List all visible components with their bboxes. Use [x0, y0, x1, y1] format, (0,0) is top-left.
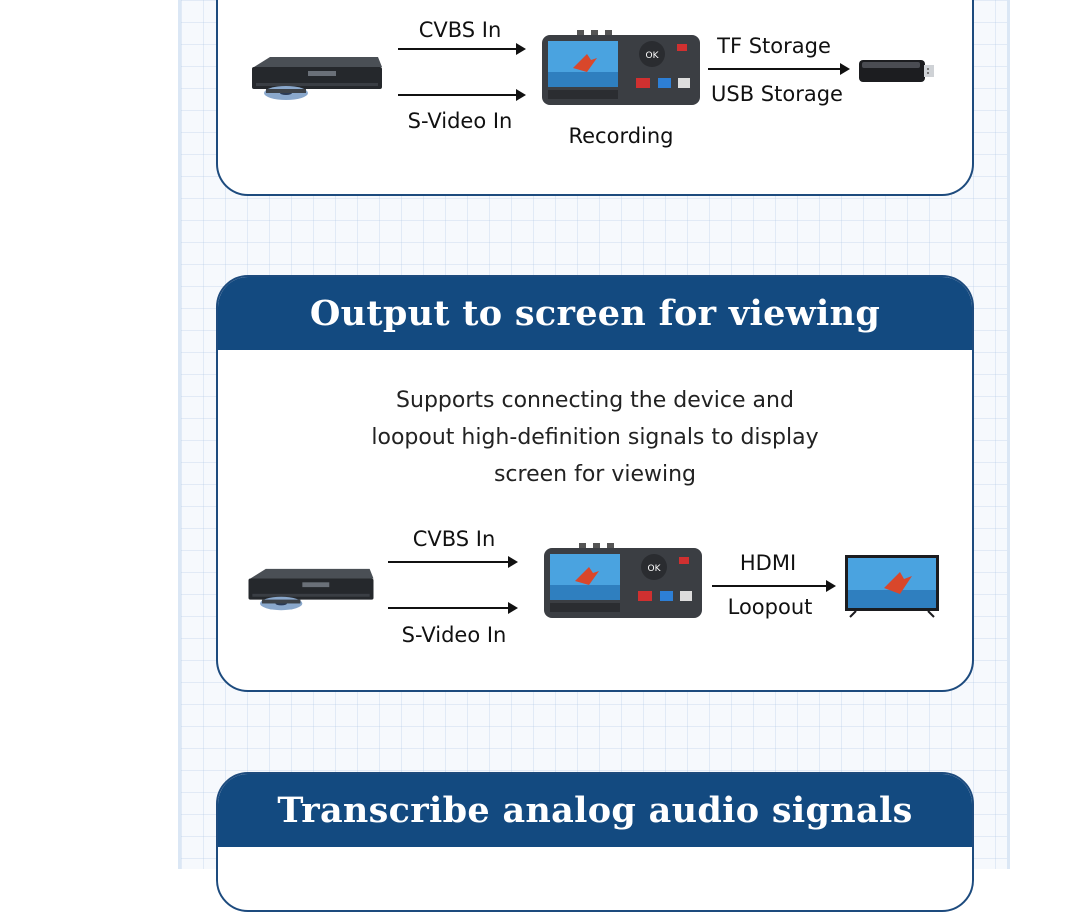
description-line: loopout high-definition signals to displ… [371, 425, 819, 450]
arrow-right-icon [388, 602, 518, 614]
arrow-right-icon [398, 43, 526, 55]
section-title: Transcribe analog audio signals [218, 774, 972, 847]
device-caption: Recording [568, 124, 674, 148]
ok-key-label: OK [648, 564, 662, 574]
arrow-right-icon [712, 580, 836, 592]
output-label-loopout: Loopout [727, 595, 813, 619]
arrow-right-icon [398, 89, 526, 101]
arrow-right-icon [708, 63, 850, 75]
input-label-svideo: S-Video In [407, 109, 513, 133]
usb-drive-icon [859, 60, 934, 82]
ok-key-label: OK [646, 51, 660, 61]
arrow-right-icon [388, 556, 518, 568]
output-label-usb: USB Storage [711, 82, 843, 106]
output-screen-card: Output to screen for viewing Supports co… [216, 275, 974, 692]
recording-card: CVBS In S-Video In OK Recording TF Stora… [216, 0, 974, 196]
dvd-player-icon [248, 568, 374, 611]
video-capture-device-icon: OK [542, 30, 700, 105]
description-line: Supports connecting the device and [396, 388, 794, 413]
dvd-player-icon [252, 57, 382, 100]
output-label-hdmi: HDMI [739, 551, 797, 575]
tv-monitor-icon [845, 555, 939, 618]
input-label-cvbs: CVBS In [418, 18, 502, 42]
section-description: Supports connecting the device and loopo… [218, 382, 972, 493]
section-title: Output to screen for viewing [218, 277, 972, 350]
transcribe-audio-card: Transcribe analog audio signals [216, 772, 974, 912]
input-label-svideo: S-Video In [401, 623, 507, 647]
video-capture-device-icon: OK [544, 543, 702, 618]
input-label-cvbs: CVBS In [412, 527, 496, 551]
description-line: screen for viewing [493, 462, 697, 487]
output-label-tf: TF Storage [717, 34, 831, 58]
